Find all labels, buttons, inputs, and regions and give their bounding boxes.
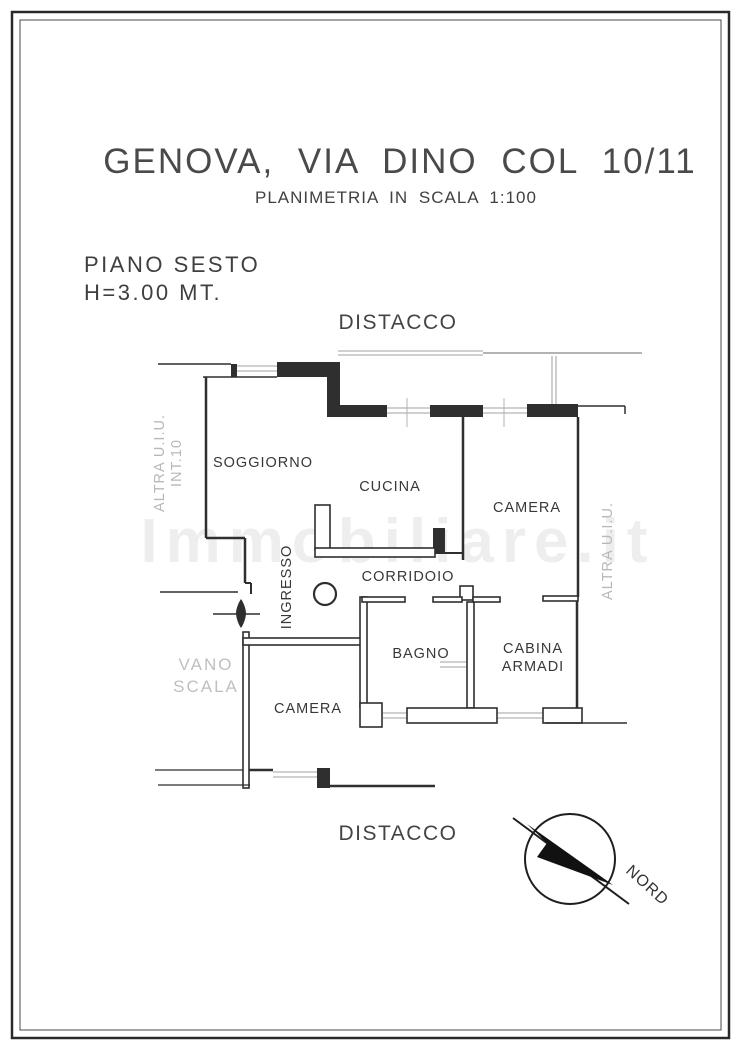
wall-block <box>433 528 445 554</box>
label-altra-uiu-right: ALTRA U.I.U. <box>600 502 616 600</box>
wall <box>466 601 475 709</box>
room-label-camera-top: CAMERA <box>493 500 561 516</box>
room-label-bagno: BAGNO <box>392 646 449 662</box>
room-label-cabina-line2: ARMADI <box>502 659 564 675</box>
wall <box>242 637 366 646</box>
wall-notch <box>459 585 474 601</box>
compass-needle <box>527 824 613 885</box>
wall-block <box>327 405 387 417</box>
wall-corner <box>359 702 383 728</box>
wall-block <box>327 377 340 407</box>
wall-block <box>231 364 237 377</box>
compass-nord-label: NORD <box>622 862 671 909</box>
wall <box>542 595 579 602</box>
entrance-door-leaf <box>236 599 246 628</box>
inner-border <box>19 19 722 1031</box>
wall <box>314 547 436 558</box>
compass-circle <box>524 813 616 905</box>
page-title: GENOVA, VIA DINO COL 10/11 <box>103 142 696 181</box>
wall <box>242 631 250 789</box>
wall <box>472 596 501 603</box>
solid-walls <box>231 362 578 788</box>
distacco-bottom-label: DISTACCO <box>339 822 458 845</box>
outer-border <box>10 10 731 1040</box>
wall-block <box>277 362 340 377</box>
north-compass: NORD <box>512 813 672 909</box>
kitchen-peninsula-wall <box>314 504 331 551</box>
wall <box>542 707 583 724</box>
wall <box>361 596 406 603</box>
page-subtitle: PLANIMETRIA IN SCALA 1:100 <box>255 188 537 207</box>
line-walls <box>155 363 627 788</box>
wall <box>406 707 498 724</box>
wall <box>359 596 368 708</box>
label-int10-left: INT.10 <box>169 439 185 487</box>
wall-block <box>317 768 330 788</box>
room-label-ingresso: INGRESSO <box>279 545 295 630</box>
hollow-walls <box>242 504 583 789</box>
room-label-cabina-line1: CABINA <box>503 641 563 657</box>
floor-label: PIANO SESTO <box>84 252 260 277</box>
label-vano-line2: SCALA <box>173 677 239 696</box>
room-label-soggiorno: SOGGIORNO <box>213 455 313 471</box>
height-label: H=3.00 MT. <box>84 280 222 305</box>
wall-block <box>527 404 578 417</box>
wall <box>432 596 463 603</box>
column <box>312 581 338 607</box>
label-vano-line1: VANO <box>179 655 234 674</box>
distacco-top-label: DISTACCO <box>339 311 458 334</box>
room-label-cucina: CUCINA <box>359 479 421 495</box>
label-altra-uiu-left: ALTRA U.I.U. <box>152 414 168 512</box>
watermark: Immobiliare.it <box>140 507 655 576</box>
wall-block <box>430 405 483 417</box>
room-label-corridoio: CORRIDOIO <box>362 569 455 585</box>
balcony-and-windows <box>231 350 642 778</box>
room-label-camera-bottom: CAMERA <box>274 701 342 717</box>
